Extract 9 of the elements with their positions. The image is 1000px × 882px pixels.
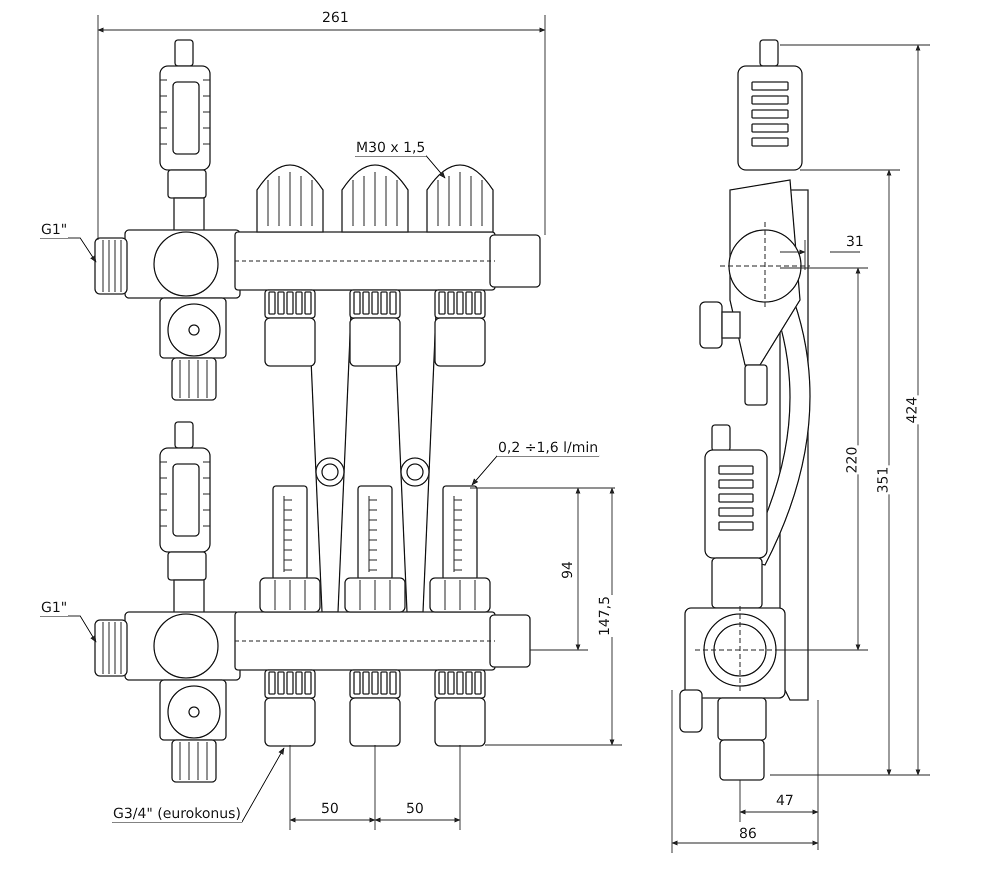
thread-label: M30 x 1,5: [355, 140, 426, 156]
dimension-value: 147,5: [597, 594, 614, 638]
thread-label: G1": [40, 600, 68, 616]
thread-label: G1": [40, 222, 68, 238]
dimension-value: 351: [875, 466, 892, 494]
dimension-value: 424: [904, 396, 920, 424]
connection-label: G3/4" (eurokonus): [112, 806, 242, 822]
flow-range-label: 0,2 ÷1,6 l/min: [497, 440, 600, 456]
dimension-value: 220: [844, 446, 860, 474]
